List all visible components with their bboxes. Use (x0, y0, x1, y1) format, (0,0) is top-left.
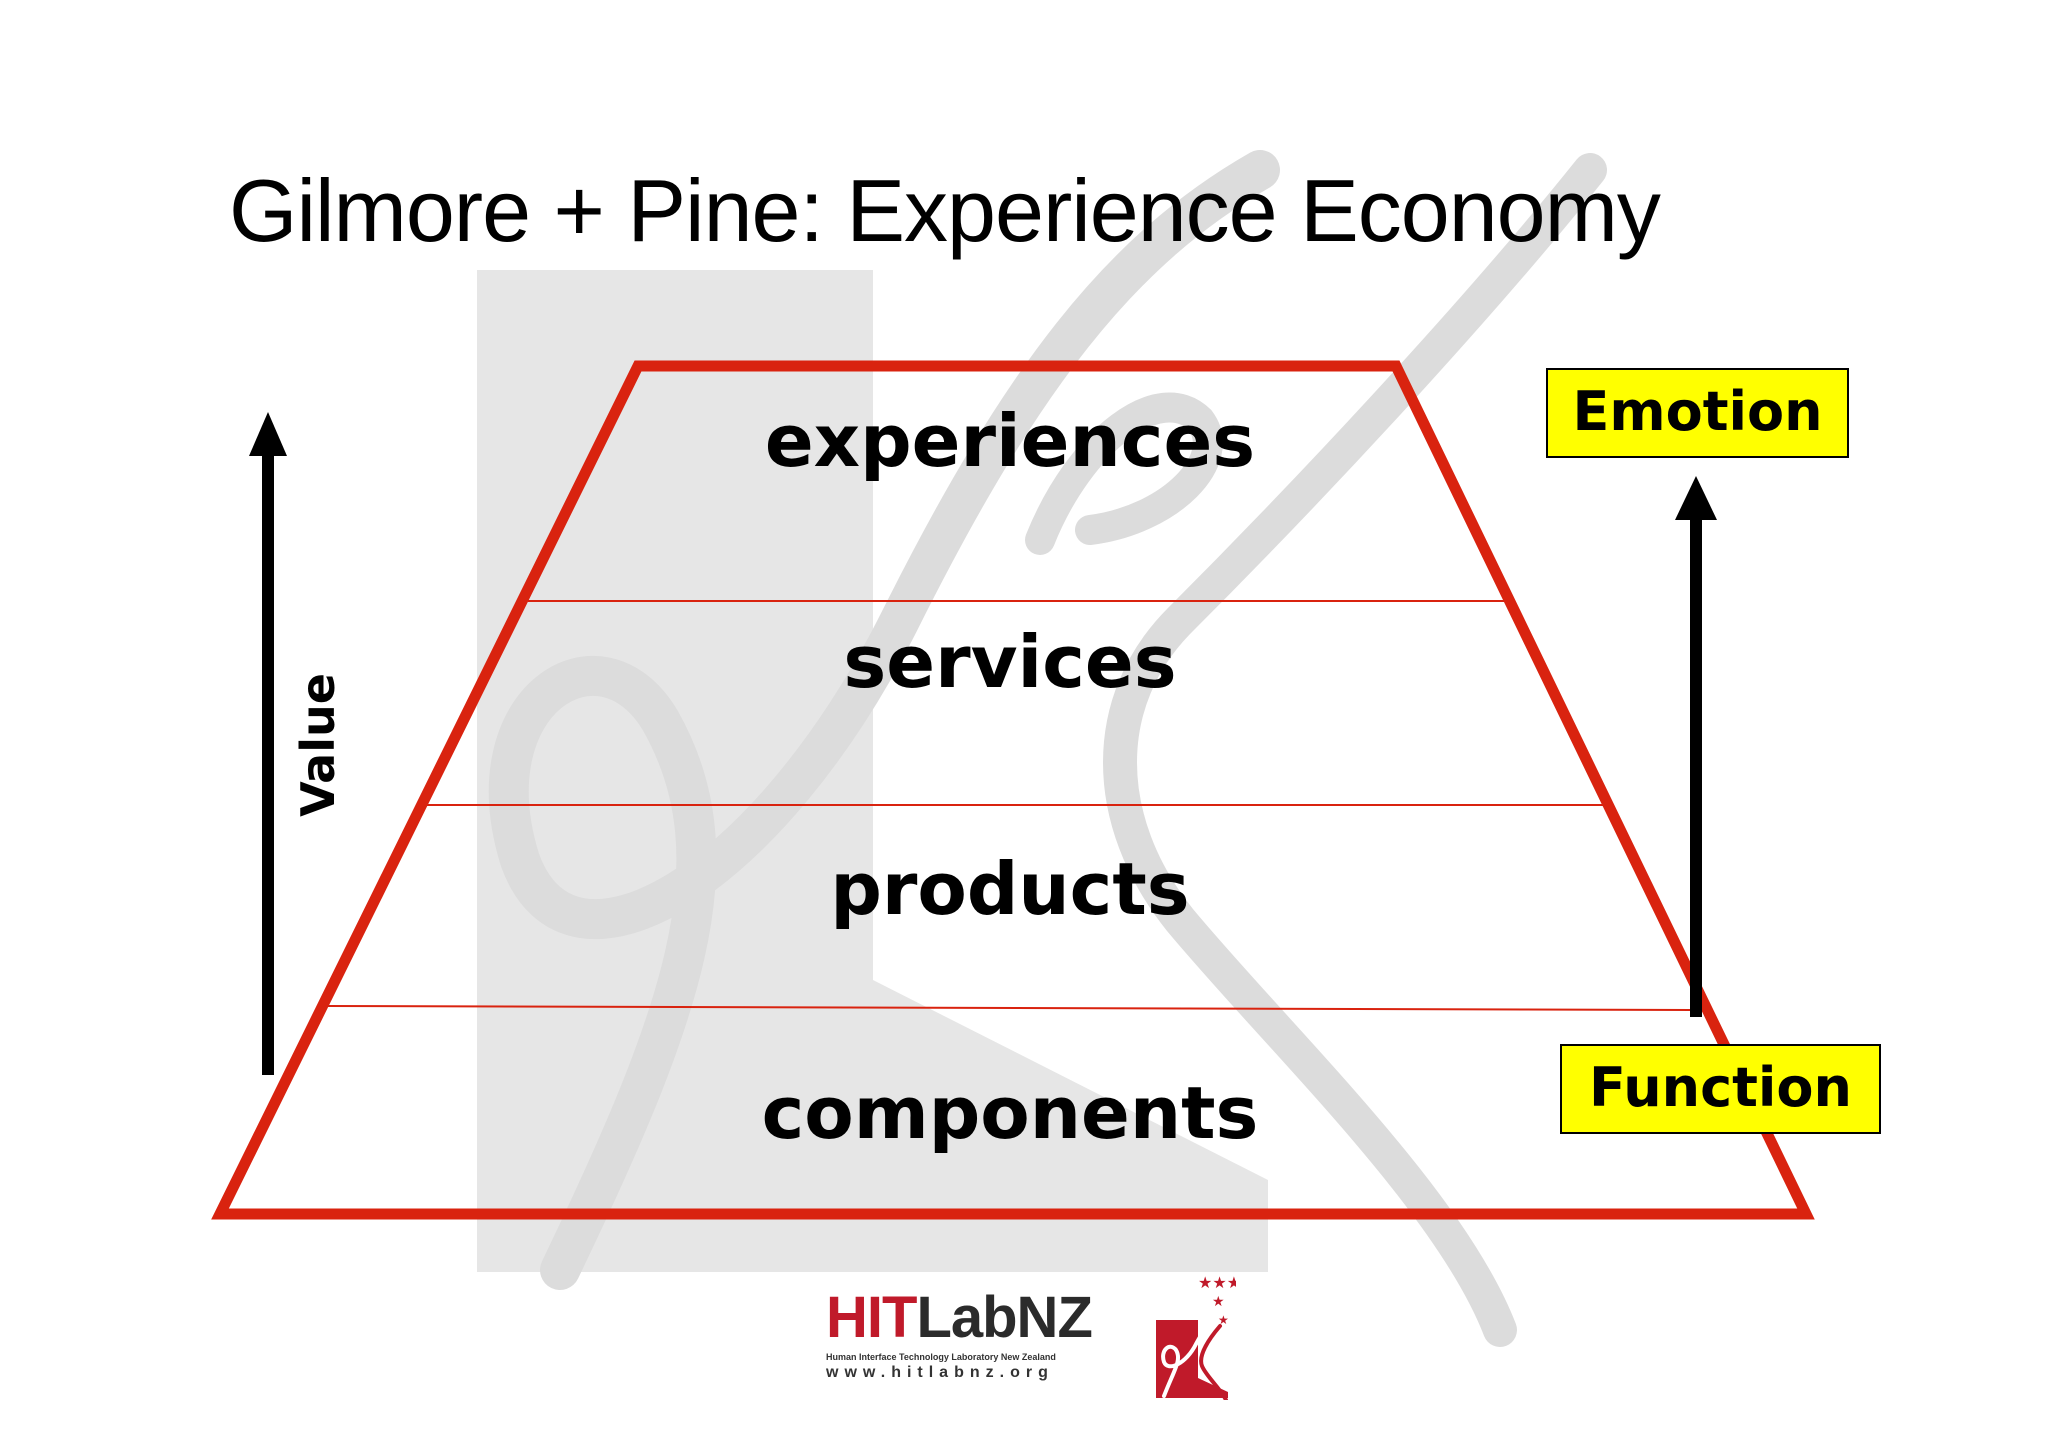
layer-label-services: services (843, 620, 1177, 704)
logo-subtitle: Human Interface Technology Laboratory Ne… (826, 1352, 1056, 1362)
emotion-arrow-head (1675, 476, 1717, 520)
svg-text:★: ★ (1212, 1294, 1225, 1310)
logo-emblem: ★★★ ★ ★ (1156, 1273, 1236, 1400)
value-arrow-head (249, 412, 287, 456)
pyramid-divider (327, 1005, 1691, 1011)
hitlabnz-logo: HITLabNZ Human Interface Technology Labo… (820, 1270, 1240, 1400)
pyramid-outline (211, 360, 1815, 1220)
function-label-box: Function (1560, 1044, 1881, 1134)
emotion-label-box: Emotion (1546, 368, 1849, 458)
svg-text:★: ★ (1218, 1313, 1229, 1327)
layer-label-products: products (830, 847, 1190, 931)
layer-label-components: components (761, 1071, 1259, 1155)
logo-name-dark: LabNZ (916, 1285, 1092, 1350)
svg-text:★★★: ★★★ (1198, 1273, 1236, 1292)
page-title: Gilmore + Pine: Experience Economy (229, 161, 1661, 260)
layer-label-experiences: experiences (764, 399, 1256, 483)
logo-url: www.hitlabnz.org (826, 1364, 1054, 1381)
logo-name-red: HIT (826, 1285, 917, 1350)
value-axis-label: Value (291, 673, 345, 817)
